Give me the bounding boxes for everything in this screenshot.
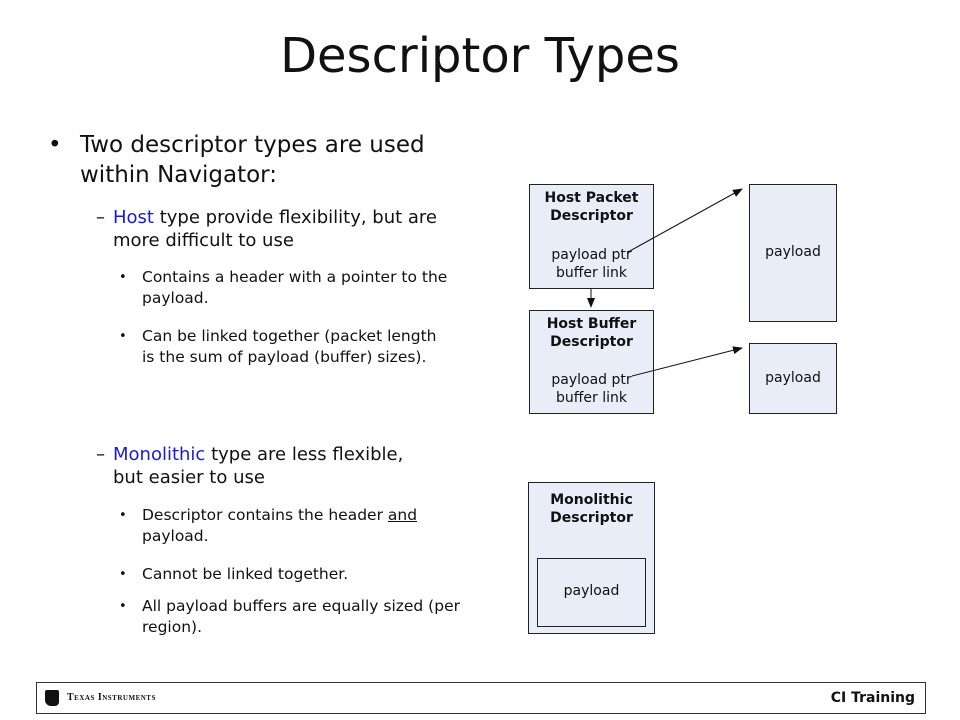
bullet-host-item-2-text: Can be linked together (packet length is… xyxy=(142,327,437,366)
bullet-host-text: Host type provide flexibility, but are m… xyxy=(113,206,463,252)
footer-course: CI Training xyxy=(830,690,915,706)
bullet-dot: • xyxy=(48,132,62,158)
host-buffer-descriptor-box: Host Buffer Descriptor payload ptr buffe… xyxy=(529,310,654,414)
mono-payload-label: payload xyxy=(563,583,620,599)
payload-label-2: payload xyxy=(765,370,821,386)
bullet-dot: • xyxy=(119,329,127,344)
host-buffer-title-2: Descriptor xyxy=(550,334,633,350)
mono-title-1: Monolithic xyxy=(550,492,633,508)
mono-item1-pre: Descriptor contains the header xyxy=(142,506,388,524)
bullet-dot: • xyxy=(119,508,127,523)
bullet-dash: – xyxy=(96,207,105,228)
mono-keyword: Monolithic xyxy=(113,444,206,465)
bullet-dot: • xyxy=(119,567,127,582)
bullet-host-item-1-text: Contains a header with a pointer to the … xyxy=(142,268,448,307)
host-keyword: Host xyxy=(113,207,154,228)
monolithic-descriptor-box: Monolithic Descriptor payload xyxy=(528,482,655,634)
host-packet-buffer-link: buffer link xyxy=(556,265,627,281)
bullet-mono-item-1-text: Descriptor contains the header and paylo… xyxy=(142,505,462,547)
mono-payload-box: payload xyxy=(537,558,646,627)
footer-bar: Texas Instruments CI Training xyxy=(36,682,926,714)
arrow-packet-to-payload xyxy=(627,188,743,253)
bullet-dash: – xyxy=(96,444,105,465)
mono-title-2: Descriptor xyxy=(550,510,633,526)
mono-item1-post: payload. xyxy=(142,527,209,545)
host-buffer-buffer-link: buffer link xyxy=(556,390,627,406)
arrow-buffer-to-payload xyxy=(631,346,743,377)
host-buffer-payload-ptr: payload ptr xyxy=(551,372,632,388)
bullet-main-text: Two descriptor types are used within Nav… xyxy=(80,132,425,188)
bullet-dot: • xyxy=(119,270,127,285)
mono-rest: type are less flexible, but easier to us… xyxy=(113,444,404,488)
host-packet-payload-ptr: payload ptr xyxy=(551,247,632,263)
bullet-mono-text: Monolithic type are less flexible, but e… xyxy=(113,443,413,489)
slide-title: Descriptor Types xyxy=(280,28,680,84)
host-buffer-title-1: Host Buffer xyxy=(546,316,637,332)
host-packet-title-1: Host Packet xyxy=(544,190,639,206)
host-packet-title-2: Descriptor xyxy=(550,208,633,224)
payload-label-1: payload xyxy=(765,244,821,260)
host-rest: type provide flexibility, but are more d… xyxy=(113,207,438,251)
ti-logo-icon xyxy=(45,690,59,706)
footer-brand: Texas Instruments xyxy=(67,692,156,703)
bullet-mono-item-2-text: Cannot be linked together. xyxy=(142,565,349,583)
payload-box-2: payload xyxy=(749,343,837,414)
bullet-dot: • xyxy=(119,599,127,614)
bullet-mono-item-3-text: All payload buffers are equally sized (p… xyxy=(142,597,460,636)
host-packet-descriptor-box: Host Packet Descriptor payload ptr buffe… xyxy=(529,184,654,289)
mono-item1-underlined: and xyxy=(387,506,418,524)
payload-box-1: payload xyxy=(749,184,837,322)
